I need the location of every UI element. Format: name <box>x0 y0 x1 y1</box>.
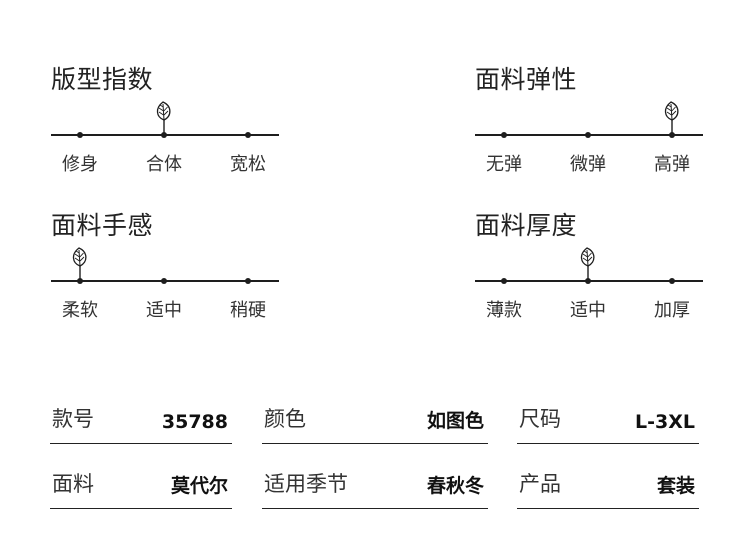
spec-size: 尺码 L-3XL <box>517 399 699 444</box>
scale-option-3: 宽松 <box>230 154 266 175</box>
scale-dot-1 <box>77 278 83 284</box>
scale-dot-1 <box>501 278 507 284</box>
spec-label: 适用季节 <box>264 472 348 496</box>
scale-option-1: 柔软 <box>62 300 98 321</box>
feather-icon <box>72 247 87 279</box>
spec-value: 春秋冬 <box>426 475 484 497</box>
feather-icon <box>156 101 171 133</box>
spec-style-number: 款号 35788 <box>50 399 232 444</box>
scale-title: 版型指数 <box>51 65 154 94</box>
scale-option-2: 适中 <box>570 300 606 321</box>
scale-dot-3 <box>245 132 251 138</box>
scale-title: 面料厚度 <box>475 211 578 240</box>
spec-value: 如图色 <box>426 410 484 432</box>
scale-dot-2 <box>161 132 167 138</box>
spec-value: 35788 <box>161 411 228 433</box>
scale-option-1: 薄款 <box>486 300 522 321</box>
spec-fabric: 面料 莫代尔 <box>50 464 232 509</box>
scale-dot-1 <box>501 132 507 138</box>
scale-dot-2 <box>585 278 591 284</box>
feather-icon <box>664 101 679 133</box>
scale-dot-2 <box>585 132 591 138</box>
spec-label: 款号 <box>52 407 94 431</box>
scale-title: 面料手感 <box>51 211 154 240</box>
scale-dot-2 <box>161 278 167 284</box>
scale-option-3: 稍硬 <box>230 300 266 321</box>
spec-product: 产品 套装 <box>517 464 699 509</box>
scale-title: 面料弹性 <box>475 65 578 94</box>
spec-value: 莫代尔 <box>170 475 228 497</box>
spec-value: 套装 <box>656 475 695 497</box>
spec-label: 颜色 <box>264 407 306 431</box>
scale-option-1: 修身 <box>62 154 98 175</box>
spec-label: 产品 <box>519 472 561 496</box>
scale-option-1: 无弹 <box>486 154 522 175</box>
scale-option-3: 高弹 <box>654 154 690 175</box>
scale-dot-1 <box>77 132 83 138</box>
scale-option-3: 加厚 <box>654 300 690 321</box>
scale-option-2: 微弹 <box>570 154 606 175</box>
spec-season: 适用季节 春秋冬 <box>262 464 488 509</box>
scale-option-2: 适中 <box>146 300 182 321</box>
scale-option-2: 合体 <box>146 154 182 175</box>
spec-color: 颜色 如图色 <box>262 399 488 444</box>
scale-dot-3 <box>669 132 675 138</box>
spec-value: L-3XL <box>635 411 695 433</box>
spec-label: 面料 <box>52 472 94 496</box>
feather-icon <box>580 247 595 279</box>
scale-dot-3 <box>669 278 675 284</box>
spec-label: 尺码 <box>519 407 561 431</box>
scale-dot-3 <box>245 278 251 284</box>
